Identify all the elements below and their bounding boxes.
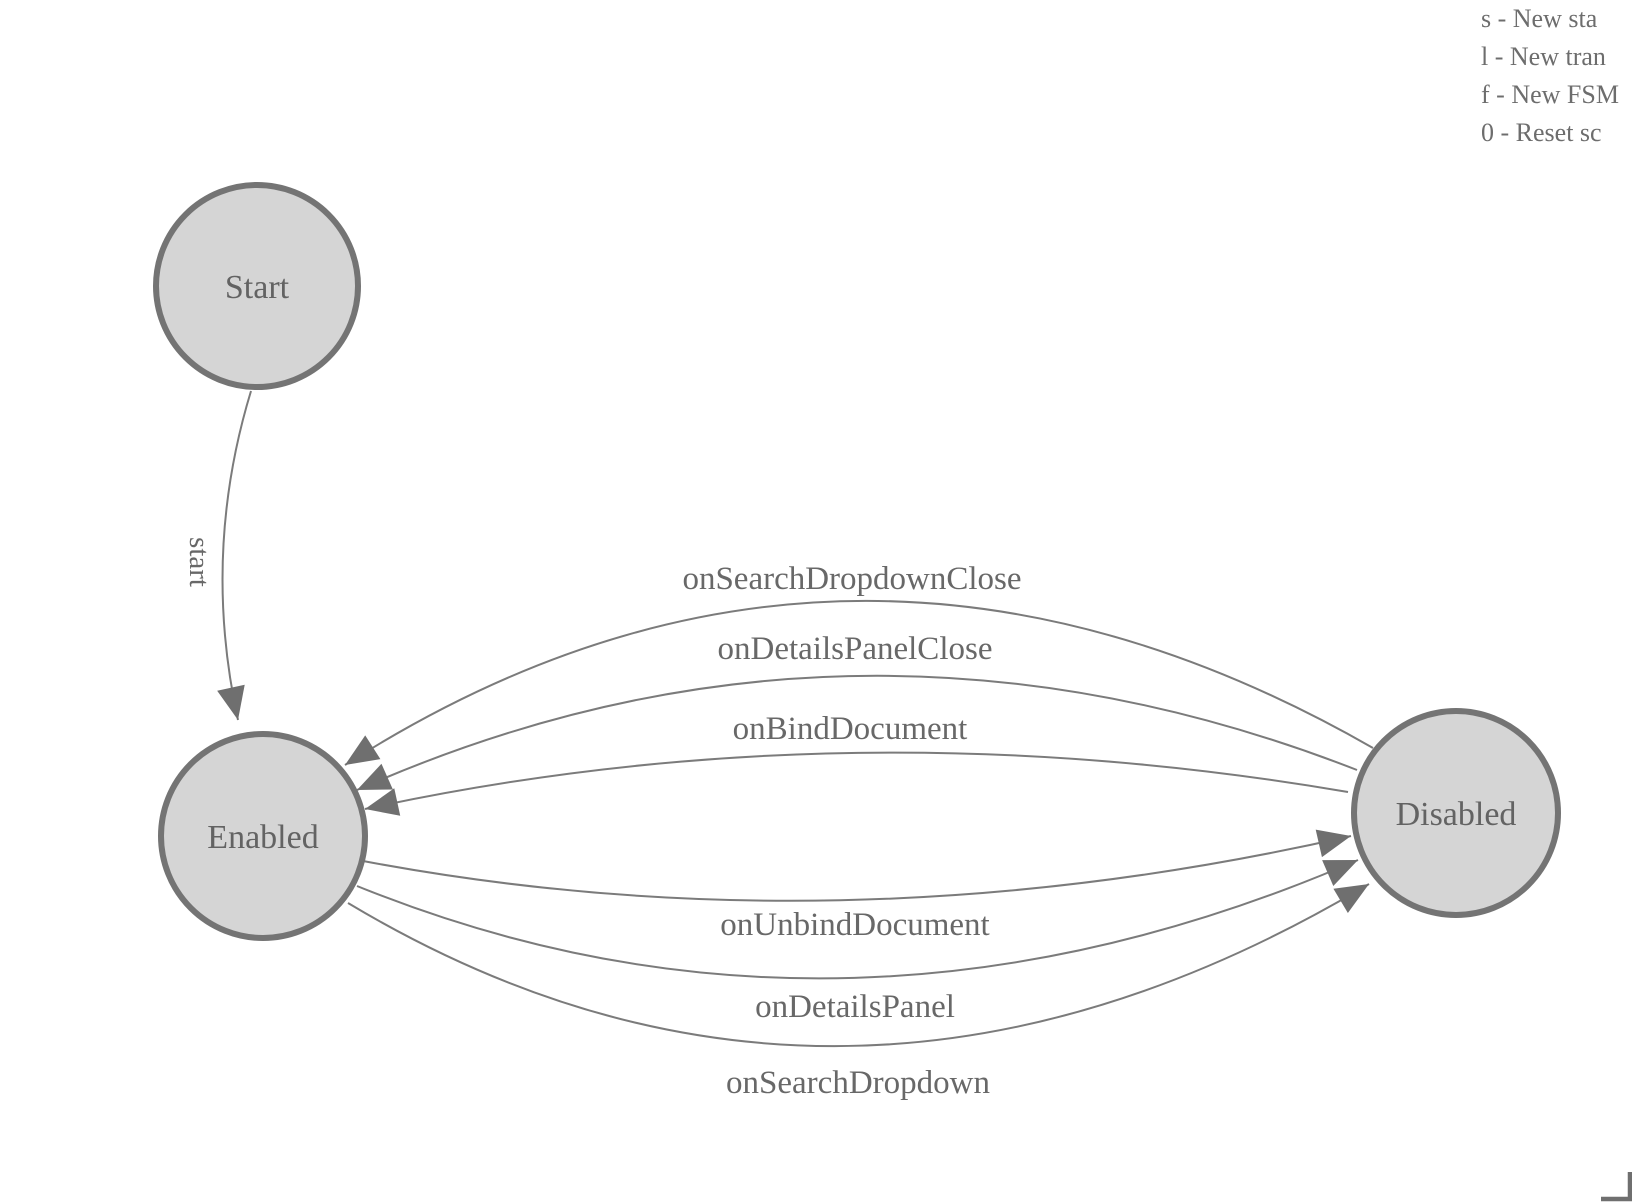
state-node-disabled[interactable]: Disabled [1351,708,1561,918]
transition-path-onDetailsPanelClose[interactable] [356,674,1358,791]
transition-label-onSearchDropdownClose[interactable]: onSearchDropdownClose [682,561,1021,597]
transition-path-onBindDocument[interactable] [364,751,1349,816]
state-node-enabled[interactable]: Enabled [158,731,368,941]
legend-line-new-transition: l - New tran [1481,42,1606,71]
state-node-start[interactable]: Start [153,182,361,390]
state-circle-disabled[interactable] [1351,708,1561,918]
transition-path-onDetailsPanel[interactable] [356,859,1359,980]
transition-label-onDetailsPanelClose[interactable]: onDetailsPanelClose [718,631,993,667]
transition-path-onUnbindDocument[interactable] [362,829,1352,902]
legend-line-reset: 0 - Reset sc [1481,118,1602,147]
transition-label-onBindDocument[interactable]: onBindDocument [733,711,968,747]
shortcut-legend: s - New sta l - New tran f - New FSM 0 -… [1481,4,1619,147]
state-circle-start[interactable] [153,182,361,390]
legend-line-new-state: s - New sta [1481,4,1598,33]
state-label-disabled: Disabled [1396,796,1517,833]
state-label-enabled: Enabled [207,819,318,856]
transition-path-start[interactable] [217,390,252,721]
state-label-start: Start [225,269,290,306]
state-circle-enabled[interactable] [158,731,368,941]
transition-label-onUnbindDocument[interactable]: onUnbindDocument [720,907,989,943]
transition-path-onSearchDropdownClose[interactable] [344,600,1374,766]
transition-label-onSearchDropdown[interactable]: onSearchDropdown [726,1065,990,1101]
transition-path-onSearchDropdown[interactable] [347,883,1370,1048]
transition-label-start[interactable]: start [183,537,215,587]
transition-label-onDetailsPanel[interactable]: onDetailsPanel [755,989,955,1025]
legend-line-new-fsm: f - New FSM [1481,80,1619,109]
offscreen-rect-corner [1601,1172,1632,1202]
